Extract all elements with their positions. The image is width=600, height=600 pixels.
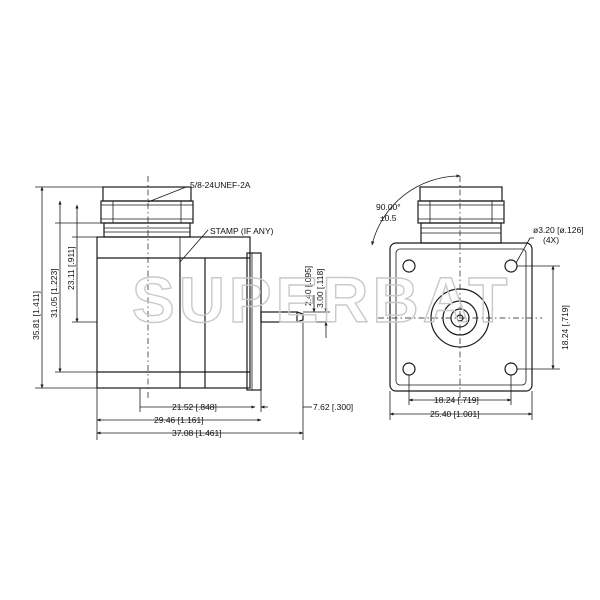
dim-body-height: 31.05 [1.223] xyxy=(49,268,59,318)
angle-tolerance: ±0.5 xyxy=(380,213,397,223)
angle-value: 90.00° xyxy=(376,202,401,212)
dim-overall-height: 35.81 [1.411] xyxy=(31,291,41,340)
hole-diameter: ø3.20 [ø.126] xyxy=(533,225,584,235)
side-view: 5/8-24UNEF-2A STAMP (IF ANY) 35.81 [1.41… xyxy=(31,176,353,440)
connector-body xyxy=(96,176,251,400)
thread-note: 5/8-24UNEF-2A xyxy=(190,180,251,190)
hole-count: (4X) xyxy=(543,235,559,245)
mount-hole-br xyxy=(504,362,518,376)
mount-hole-tl xyxy=(402,259,416,273)
dim-flange-to-body: 21.52 [.848] xyxy=(172,402,217,412)
dim-hole-spacing-v: 18.24 [.719] xyxy=(560,305,570,350)
coupling-nut xyxy=(100,186,194,238)
dim-body-to-flange: 29.46 [1.161] xyxy=(154,415,204,425)
dim-pin-height: 3.00 [.118] xyxy=(315,268,325,308)
dim-overall-length: 37.08 [1.461] xyxy=(172,428,222,438)
side-horizontal-dimensions xyxy=(96,322,312,440)
dim-flange-width: 25.40 [1.001] xyxy=(430,409,480,419)
mount-hole-bl xyxy=(402,362,416,376)
dim-thread-height: 23.11 [.911] xyxy=(66,246,76,290)
dim-hole-spacing-h: 18.24 [.719] xyxy=(434,395,479,405)
contact-pin xyxy=(260,311,304,323)
stamp-note: STAMP (IF ANY) xyxy=(210,226,274,236)
dim-pin-offset: 2.40 [.095] xyxy=(303,266,313,306)
front-view: 90.00° ±0.5 ø3.20 [ø.126] (4X) 18.24 [.7… xyxy=(371,174,584,420)
watermark: SUPERBAT xyxy=(132,264,511,336)
dim-pin-length: 7.62 [.300] xyxy=(313,402,353,412)
side-vertical-dimensions xyxy=(35,186,330,389)
front-coupling-nut xyxy=(417,186,505,244)
